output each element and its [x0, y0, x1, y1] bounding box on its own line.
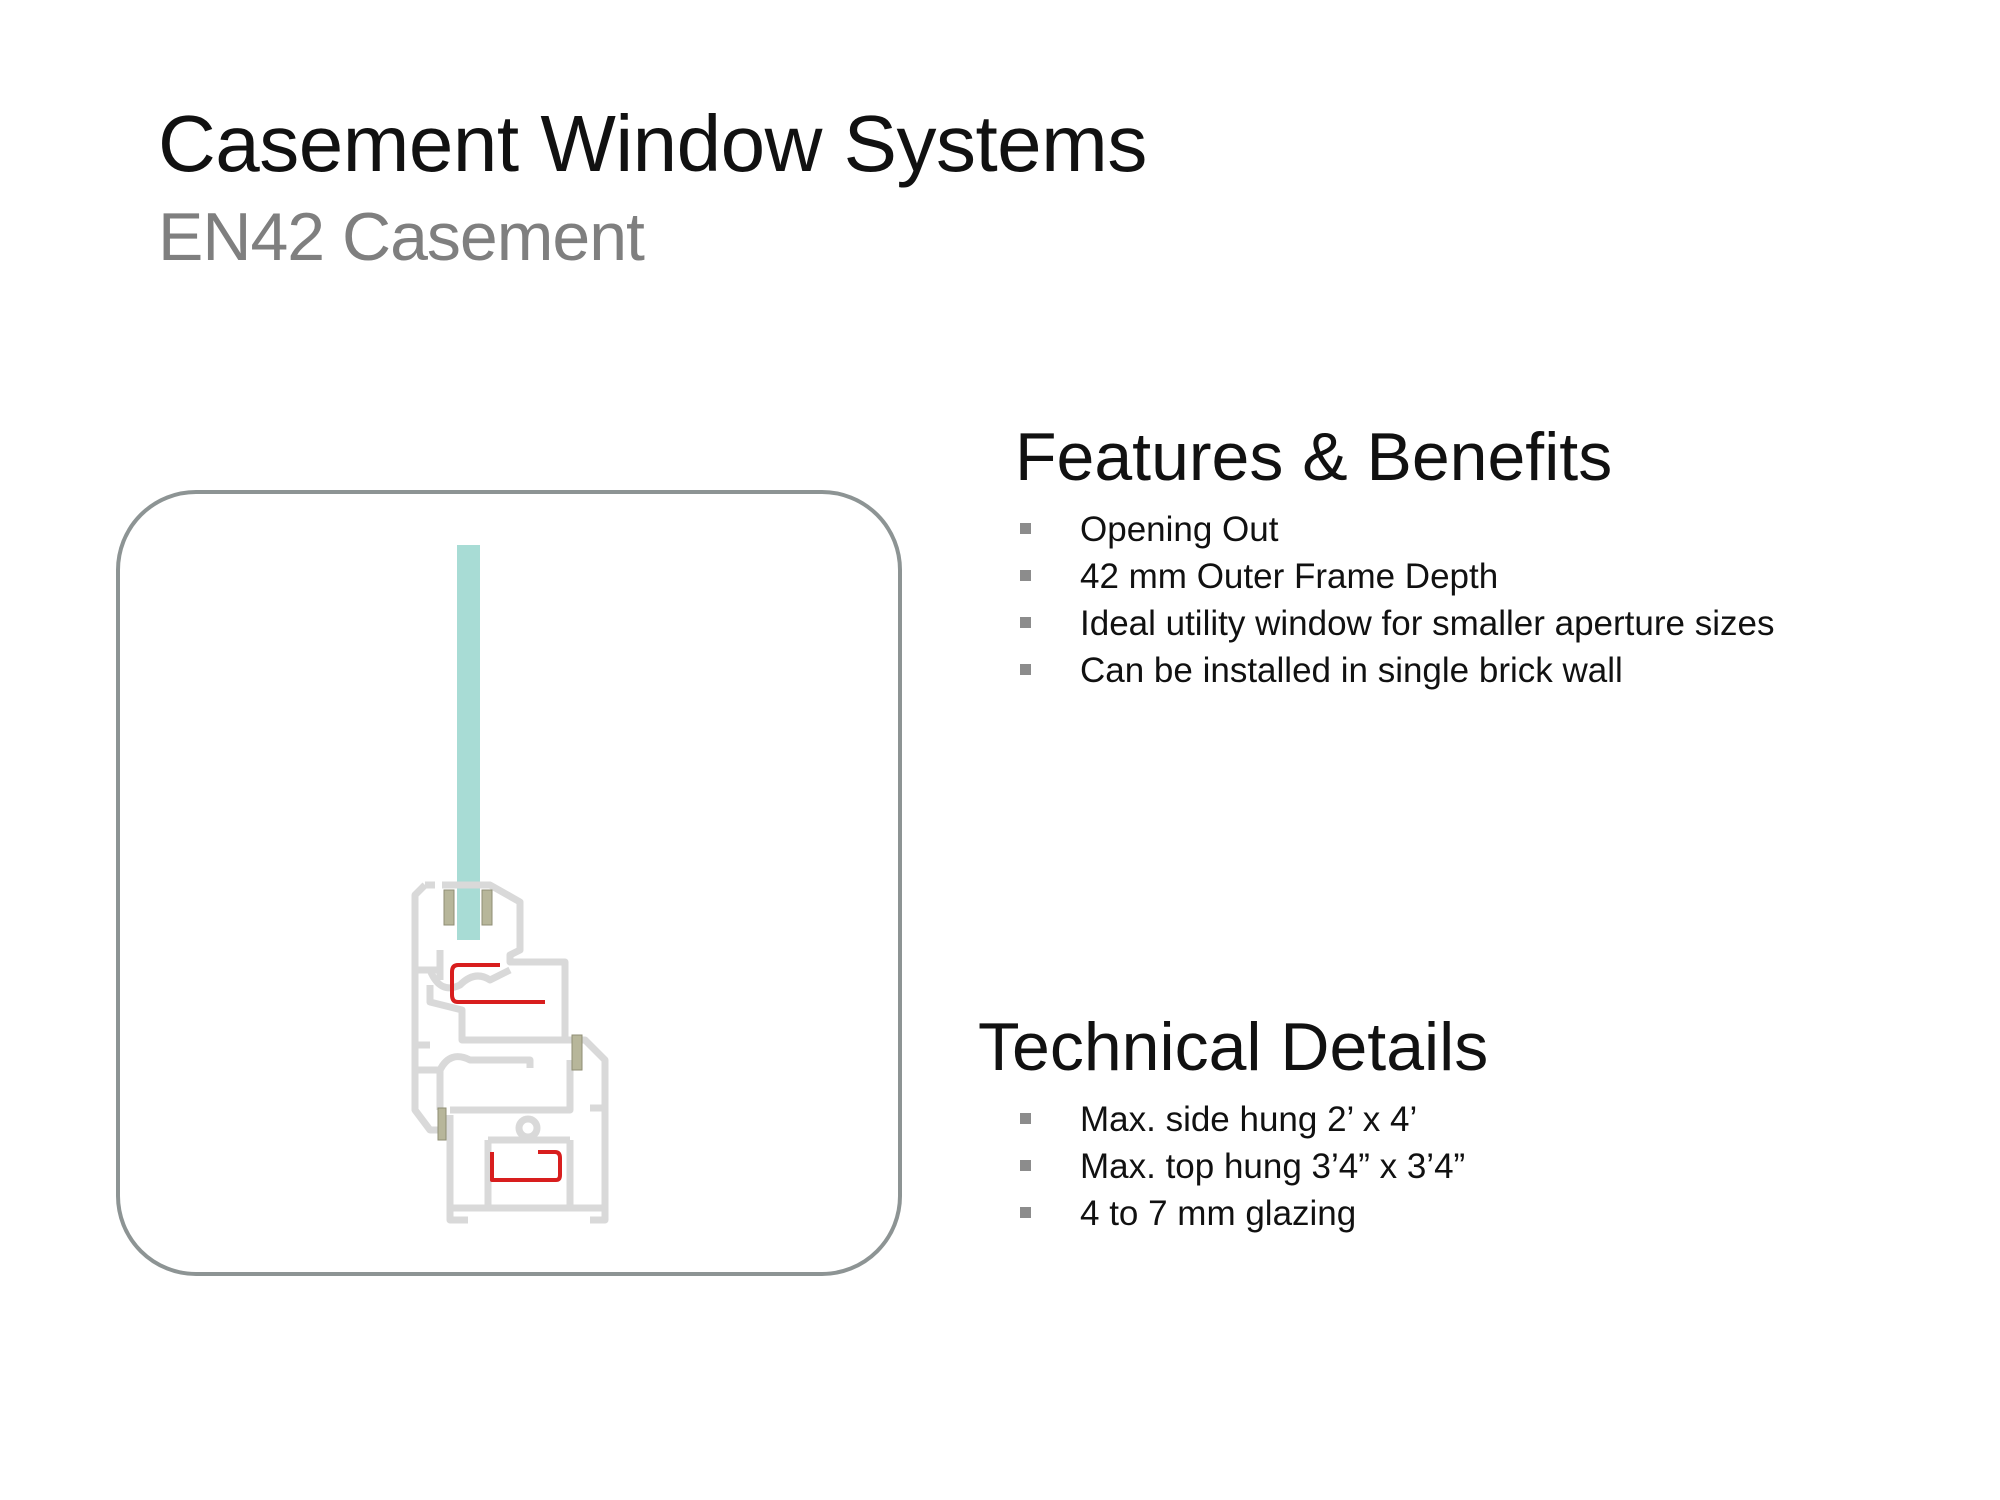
gasket	[571, 1034, 583, 1071]
list-item: Opening Out	[1020, 506, 1774, 553]
list-item: Ideal utility window for smaller apertur…	[1020, 600, 1774, 647]
gasket	[481, 889, 493, 926]
square-bullet-icon	[1020, 664, 1031, 675]
list-item: 42 mm Outer Frame Depth	[1020, 553, 1774, 600]
list-item: Can be installed in single brick wall	[1020, 647, 1774, 694]
square-bullet-icon	[1020, 1113, 1031, 1124]
square-bullet-icon	[1020, 1160, 1031, 1171]
gasket	[437, 1107, 447, 1141]
list-item: 4 to 7 mm glazing	[1020, 1190, 1465, 1237]
square-bullet-icon	[1020, 523, 1031, 534]
sash-reinforcement	[450, 963, 545, 1004]
square-bullet-icon	[1020, 1207, 1031, 1218]
page-subtitle: EN42 Casement	[158, 199, 645, 275]
profile-image-frame	[116, 490, 902, 1276]
page-title: Casement Window Systems	[158, 99, 1147, 188]
casement-profile-cross-section	[411, 545, 609, 1224]
frame-reinforcement	[490, 1150, 562, 1182]
square-bullet-icon	[1020, 617, 1031, 628]
square-bullet-icon	[1020, 570, 1031, 581]
list-item: Max. side hung 2’ x 4’	[1020, 1096, 1465, 1143]
technical-heading: Technical Details	[978, 1009, 1489, 1085]
list-item: Max. top hung 3’4” x 3’4”	[1020, 1143, 1465, 1190]
features-heading: Features & Benefits	[1015, 419, 1613, 495]
gasket	[443, 889, 455, 926]
features-list: Opening Out 42 mm Outer Frame Depth Idea…	[1020, 506, 1774, 694]
glass-pane	[457, 545, 480, 940]
technical-list: Max. side hung 2’ x 4’ Max. top hung 3’4…	[1020, 1096, 1465, 1237]
